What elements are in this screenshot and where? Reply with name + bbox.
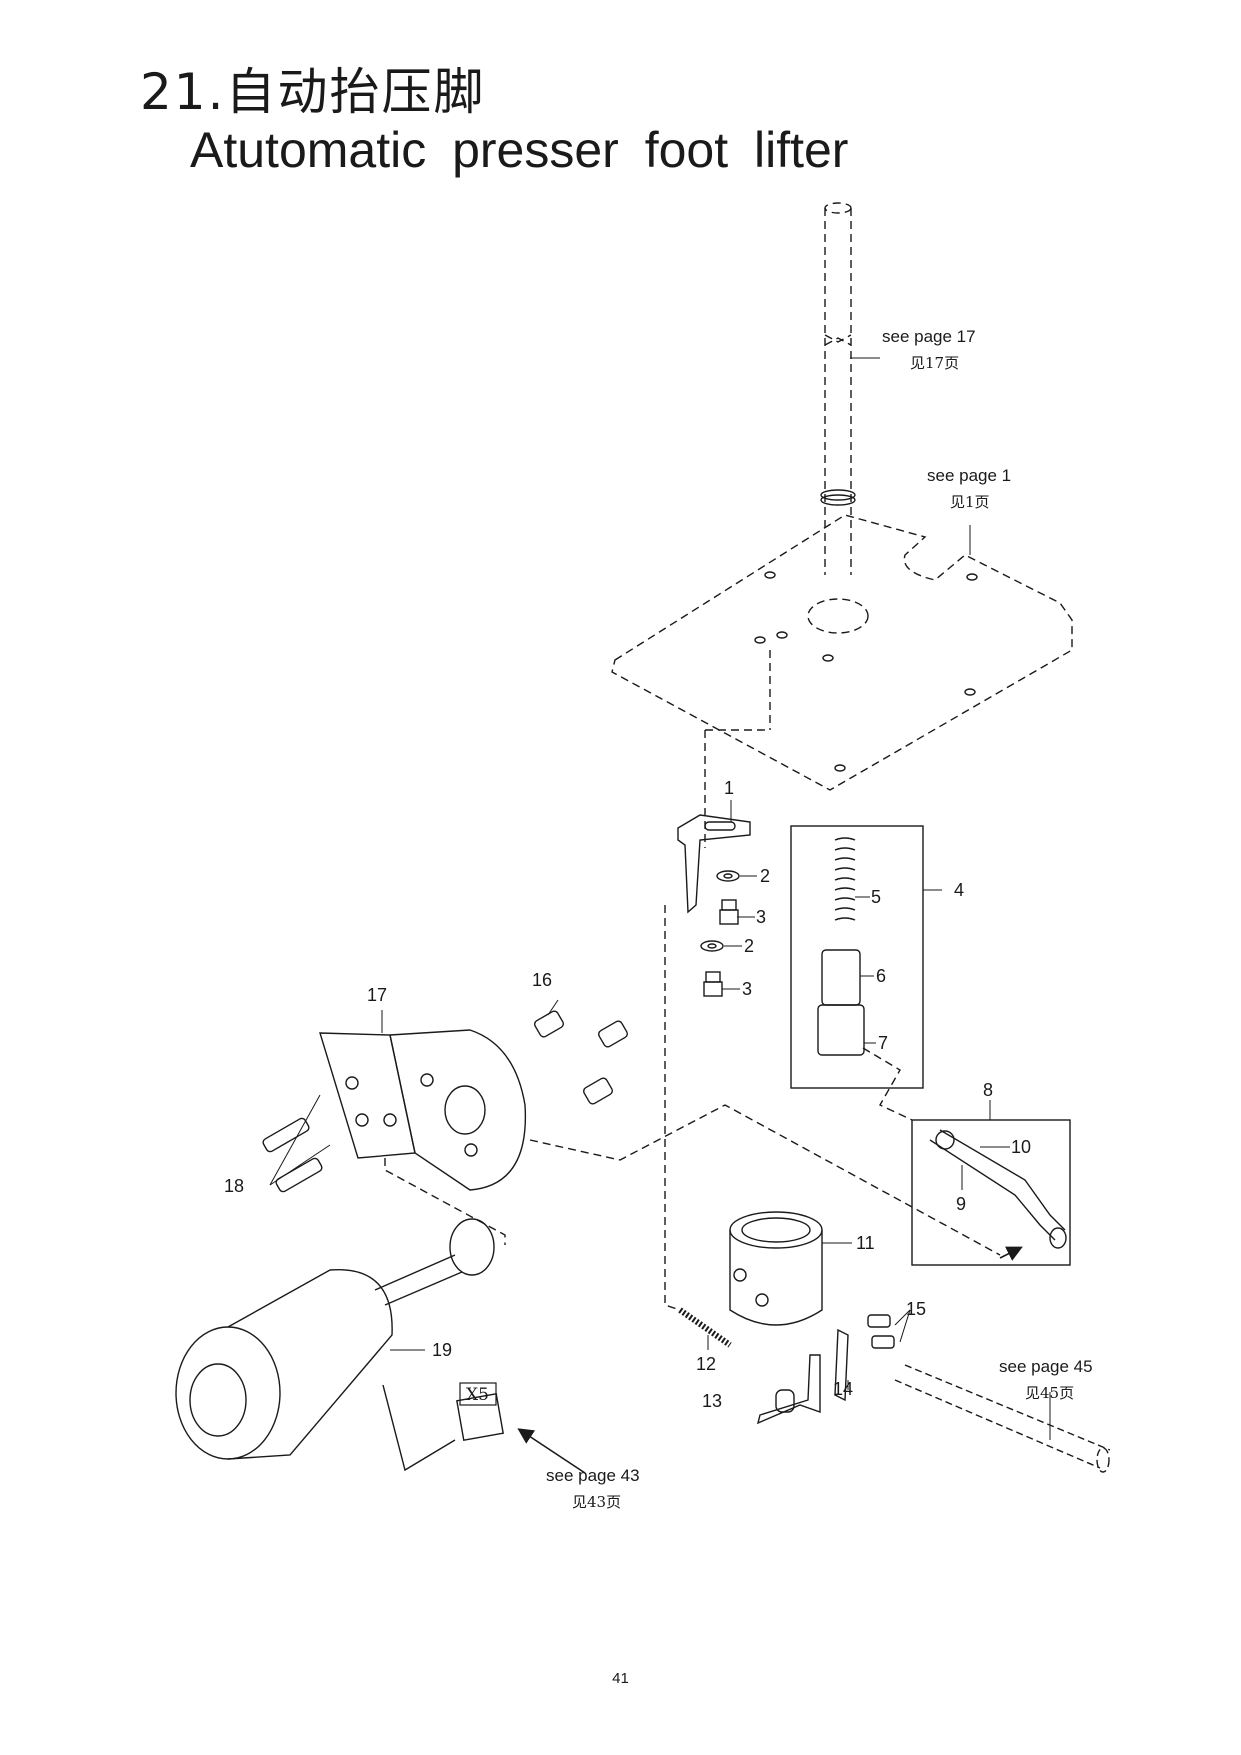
part-6-sleeve-drawing xyxy=(821,949,861,1006)
reference-zh: 见1页 xyxy=(950,493,990,511)
part-label: 4 xyxy=(954,880,964,900)
part-3-screw-lower-drawing xyxy=(703,971,723,997)
title-zh-text: 自动抬压脚 xyxy=(225,63,486,121)
part-label: 11 xyxy=(856,1233,875,1253)
part-2-washer-lower-drawing xyxy=(700,940,724,952)
part-17-motor-bracket-drawing xyxy=(319,1029,527,1191)
part-label: 19 xyxy=(432,1340,452,1360)
x5-label-box: X5 xyxy=(459,1382,497,1406)
reference-labels: see page 17 见17页 see page 1 见1页 see page… xyxy=(546,327,1093,1511)
reference-en: see page 45 xyxy=(999,1357,1093,1376)
page-title-zh: 21.自动抬压脚 xyxy=(140,62,486,122)
part-label: 1 xyxy=(724,778,734,798)
part-label: 14 xyxy=(833,1379,853,1399)
part-15-screws-drawing xyxy=(867,1314,895,1349)
base-plate-holes xyxy=(754,571,978,772)
part-number-labels: 1 2 3 2 3 4 5 6 7 8 10 9 11 15 12 14 13 … xyxy=(224,778,1031,1411)
lifter-shaft-drawing xyxy=(894,1364,1111,1473)
page-title-en: Atutomatic presser foot lifter xyxy=(190,122,849,178)
base-plate-drawing xyxy=(611,514,1073,848)
part-label: 5 xyxy=(871,887,881,907)
part-12-spring-drawing xyxy=(678,1307,732,1348)
part-1-bracket-drawing xyxy=(677,814,751,914)
part-7-collar-drawing xyxy=(817,1004,865,1056)
part-label: 2 xyxy=(760,866,770,886)
part-11-block-drawing xyxy=(729,1211,823,1326)
retaining-ring-drawing xyxy=(820,489,856,506)
part-label: 6 xyxy=(876,966,886,986)
see-page-43-arrow xyxy=(517,1428,586,1474)
part-4-assembly-box xyxy=(790,825,924,1089)
reference-en: see page 1 xyxy=(927,466,1011,485)
part-label: 9 xyxy=(956,1194,966,1214)
part-label: 8 xyxy=(983,1080,993,1100)
part-label: 13 xyxy=(702,1391,722,1411)
part-5-spring-drawing xyxy=(834,837,856,921)
part-8-lever-box xyxy=(911,1119,1071,1266)
part-19-solenoid-motor-drawing xyxy=(175,1218,495,1472)
part-18-screws-drawing xyxy=(262,1117,323,1193)
part-label: 18 xyxy=(224,1176,244,1196)
part-2-washer-upper-drawing xyxy=(716,870,740,882)
part-label: 3 xyxy=(756,907,766,927)
part-14-plate-drawing xyxy=(834,1328,849,1402)
reference-zh: 见43页 xyxy=(572,1493,621,1511)
part-label: 10 xyxy=(1011,1137,1031,1157)
section-number: 21. xyxy=(140,63,226,121)
part-label: 17 xyxy=(367,985,387,1005)
lever-direction-arrow xyxy=(999,1246,1023,1261)
x5-connector-drawing xyxy=(456,1393,504,1441)
part-16-screws-drawing xyxy=(534,1010,628,1105)
part-label: 15 xyxy=(906,1299,926,1319)
reference-zh: 见17页 xyxy=(910,354,959,372)
part-label: 12 xyxy=(696,1354,716,1374)
reference-en: see page 17 xyxy=(882,327,976,346)
part-label: 3 xyxy=(742,979,752,999)
reference-zh: 见45页 xyxy=(1025,1384,1074,1402)
x5-label: X5 xyxy=(466,1385,489,1405)
assembly-dashed-lines xyxy=(384,905,1001,1311)
leader-lines xyxy=(269,357,1051,1440)
part-label: 16 xyxy=(532,970,552,990)
page-number: 41 xyxy=(612,1670,629,1687)
part-label: 7 xyxy=(878,1033,888,1053)
reference-en: see page 43 xyxy=(546,1466,640,1485)
part-label: 2 xyxy=(744,936,754,956)
part-13-bracket-drawing xyxy=(756,1354,821,1425)
presser-bar-shaft-drawing xyxy=(824,202,852,575)
part-3-screw-upper-drawing xyxy=(719,899,739,925)
